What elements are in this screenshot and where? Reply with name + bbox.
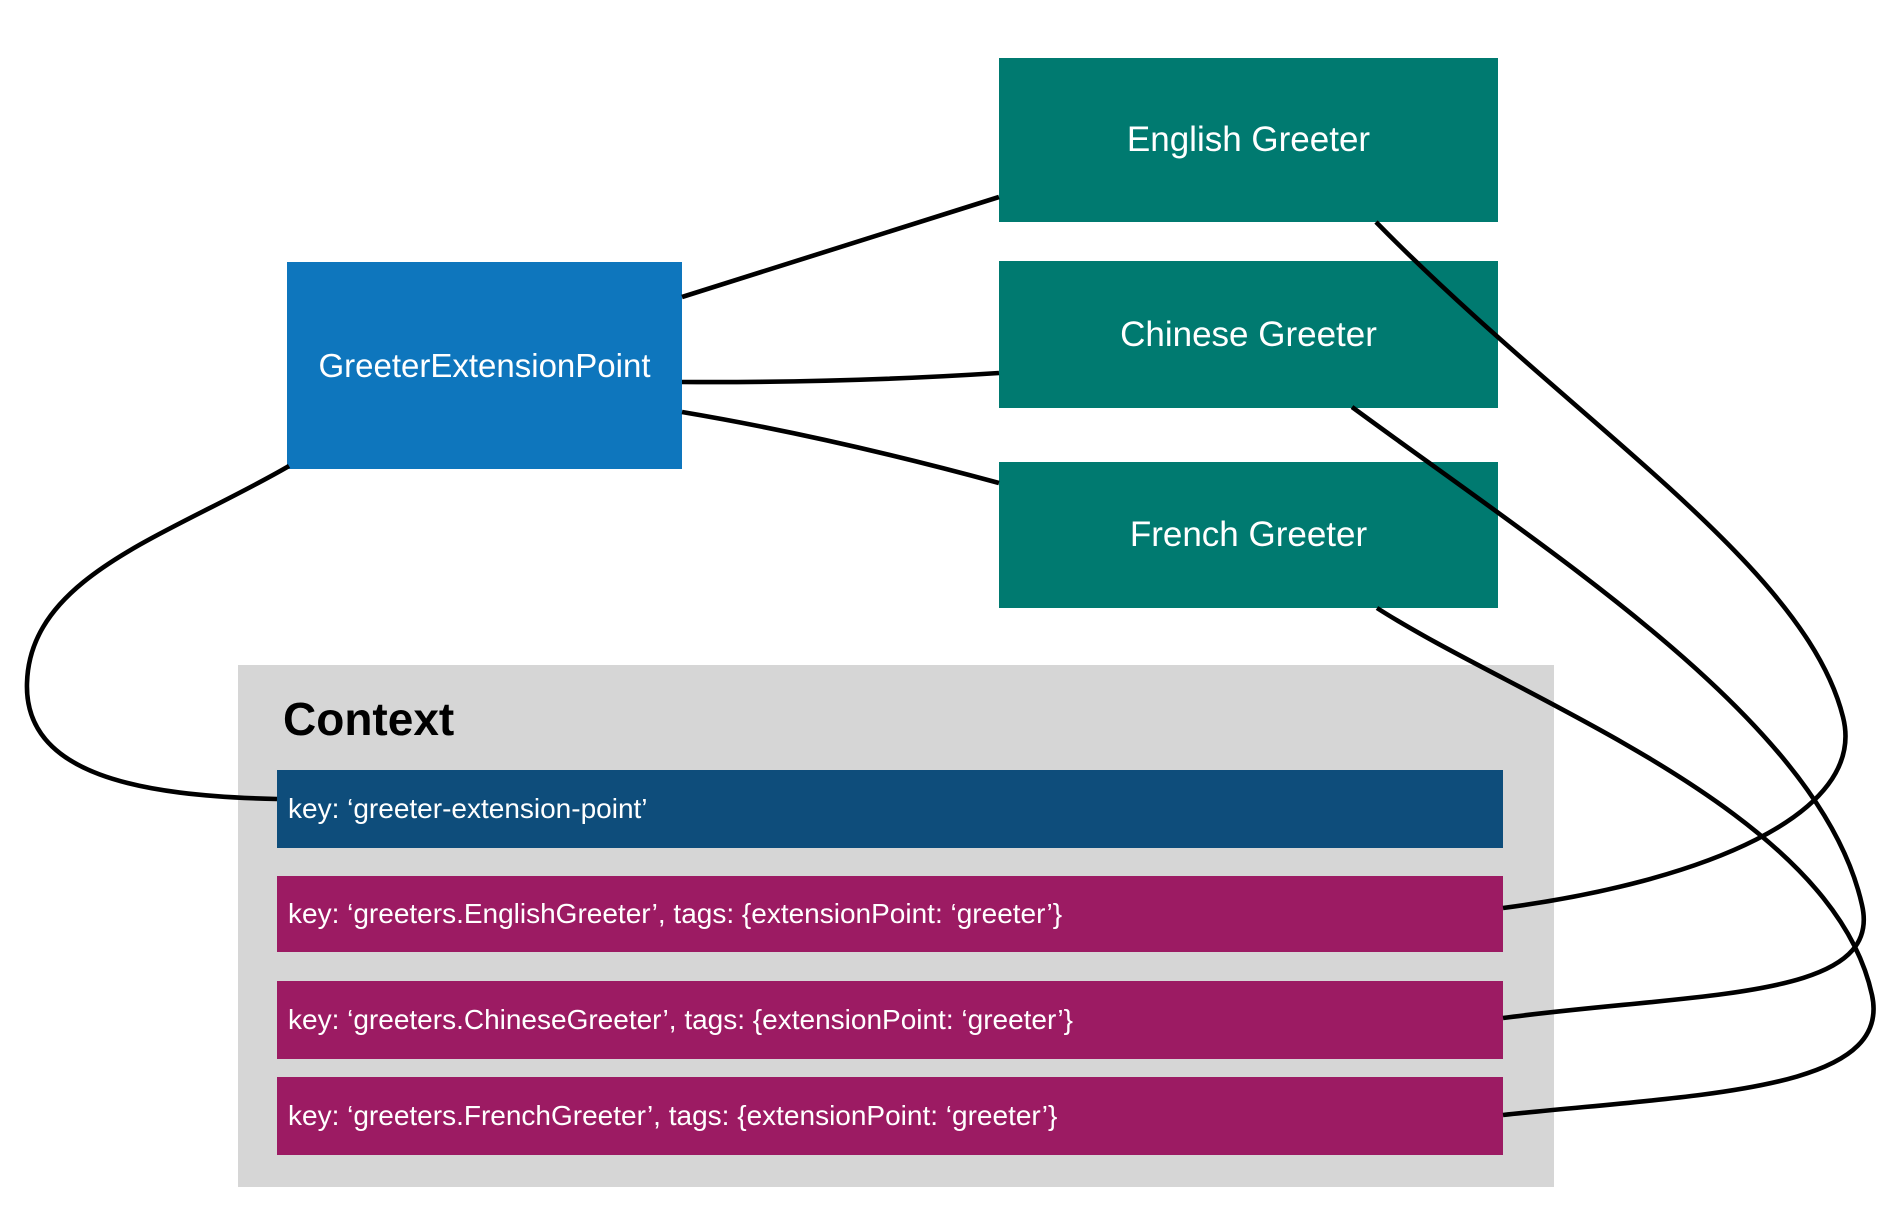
greeter-node-french-label: French Greeter [1129, 515, 1368, 554]
greeter-node-english-label: English Greeter [1126, 120, 1371, 159]
context-entry-extension-point: key: ‘greeter-extension-point’ [277, 770, 1503, 848]
context-title: Context [283, 693, 455, 745]
extension-point-node: GreeterExtensionPoint [287, 262, 682, 469]
context-entry-chinese-greeter-text: key: ‘greeters.ChineseGreeter’, tags: {e… [288, 1004, 1073, 1035]
greeter-node-french: French Greeter [999, 462, 1498, 608]
extension-point-label: GreeterExtensionPoint [318, 346, 651, 384]
edge-extensionpoint-to-chinese [681, 370, 1000, 385]
context-entry-chinese-greeter: key: ‘greeters.ChineseGreeter’, tags: {e… [277, 981, 1503, 1059]
greeter-node-english: English Greeter [999, 58, 1498, 222]
context-entry-french-greeter-text: key: ‘greeters.FrenchGreeter’, tags: {ex… [288, 1100, 1058, 1131]
context-entry-english-greeter: key: ‘greeters.EnglishGreeter’, tags: {e… [277, 876, 1503, 952]
context-entry-extension-point-text: key: ‘greeter-extension-point’ [288, 793, 648, 824]
greeter-node-chinese-label: Chinese Greeter [1120, 314, 1377, 354]
context-entry-english-greeter-text: key: ‘greeters.EnglishGreeter’, tags: {e… [288, 898, 1063, 929]
edge-extensionpoint-to-french [681, 409, 1000, 486]
greeter-node-chinese: Chinese Greeter [999, 261, 1498, 408]
context-container: Context key: ‘greeter-extension-point’ k… [238, 665, 1554, 1187]
context-entry-french-greeter: key: ‘greeters.FrenchGreeter’, tags: {ex… [277, 1077, 1503, 1155]
edge-extensionpoint-to-english [681, 194, 1000, 300]
